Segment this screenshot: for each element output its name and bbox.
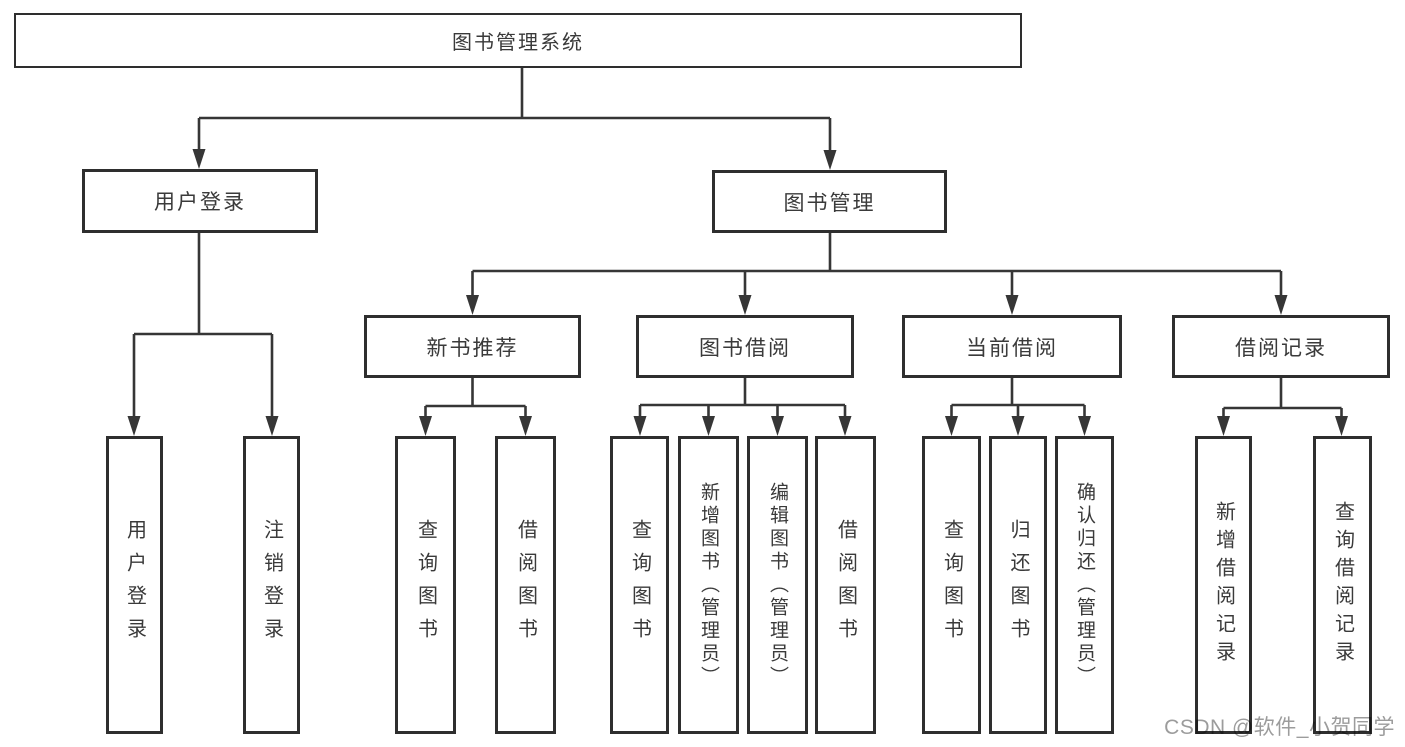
leaf-br-add-record: 新增借阅记录 [1195,436,1252,734]
leaf-bb-borrow-book-label: 借阅图书 [834,519,857,651]
leaf-cb-confirm-return-admin-label: 确认归还（管理员） [1074,481,1095,689]
leaf-bb-edit-book-admin: 编辑图书（管理员） [747,436,808,734]
csdn-watermark: CSDN @软件_小贺同学 [1164,716,1395,739]
leaf-cb-query-book: 查询图书 [922,436,981,734]
leaf-logout: 注销登录 [243,436,300,734]
leaf-bb-add-book-admin-label: 新增图书（管理员） [698,481,719,689]
leaf-rec-query-book-label: 查询图书 [414,519,437,651]
leaf-rec-borrow-book-label: 借阅图书 [514,519,537,651]
leaf-cb-confirm-return-admin: 确认归还（管理员） [1055,436,1114,734]
node-user-login-label: 用户登录 [154,191,246,214]
node-borrowing-records-label: 借阅记录 [1235,336,1327,360]
leaf-cb-return-book-label: 归还图书 [1007,519,1029,651]
node-current-borrowing-label: 当前借阅 [966,336,1058,360]
leaf-user-login: 用户登录 [106,436,163,734]
leaf-bb-edit-book-admin-label: 编辑图书（管理员） [767,481,788,689]
node-root-label: 图书管理系统 [452,32,584,54]
node-book-borrowing-label: 图书借阅 [699,336,791,360]
leaf-br-query-record: 查询借阅记录 [1313,436,1372,734]
leaf-logout-label: 注销登录 [260,519,283,651]
leaf-user-login-label: 用户登录 [123,519,146,651]
leaf-rec-borrow-book: 借阅图书 [495,436,556,734]
node-user-login: 用户登录 [82,169,318,233]
leaf-bb-borrow-book: 借阅图书 [815,436,876,734]
leaf-bb-query-book-label: 查询图书 [628,519,651,651]
leaf-br-add-record-label: 新增借阅记录 [1212,501,1235,669]
leaf-rec-query-book: 查询图书 [395,436,456,734]
node-book-management: 图书管理 [712,170,947,233]
leaf-bb-add-book-admin: 新增图书（管理员） [678,436,739,734]
leaf-br-query-record-label: 查询借阅记录 [1331,501,1354,669]
node-root: 图书管理系统 [14,13,1022,68]
node-new-book-recommendation: 新书推荐 [364,315,581,378]
node-current-borrowing: 当前借阅 [902,315,1122,378]
leaf-cb-query-book-label: 查询图书 [940,519,963,651]
node-book-borrowing: 图书借阅 [636,315,854,378]
node-new-book-recommendation-label: 新书推荐 [426,336,519,360]
leaf-cb-return-book: 归还图书 [989,436,1047,734]
arrowheads [127,149,1348,436]
leaf-bb-query-book: 查询图书 [610,436,669,734]
node-borrowing-records: 借阅记录 [1172,315,1390,378]
node-book-management-label: 图书管理 [783,191,876,215]
